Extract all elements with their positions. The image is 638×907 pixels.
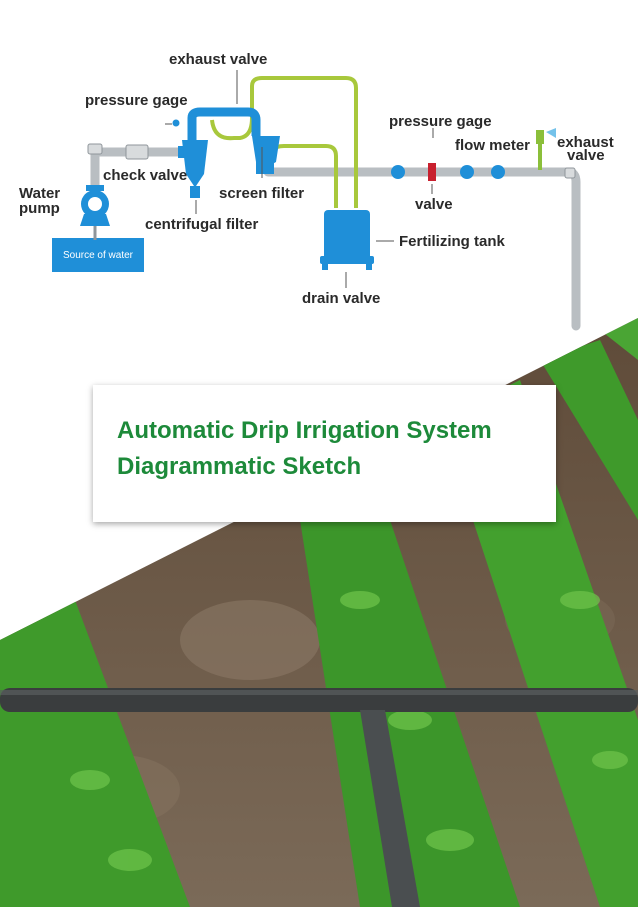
label-check-valve: check valve (103, 167, 187, 184)
water-source (52, 238, 144, 272)
title-line-1: Automatic Drip Irrigation System (117, 417, 492, 444)
label-pressure-gage-left: pressure gage (85, 92, 188, 109)
label-centrifugal-filter: centrifugal filter (145, 216, 259, 233)
drip-pipe (0, 688, 638, 907)
label-flow-meter: flow meter (455, 137, 530, 154)
title-card: Automatic Drip Irrigation System Diagram… (93, 385, 556, 522)
label-water-pump-line1: Water (19, 185, 60, 202)
screen-filter (252, 136, 280, 170)
pressure-gage-right-dial (391, 165, 405, 179)
label-screen-filter: screen filter (219, 185, 304, 202)
flow-meter-dial (491, 165, 505, 179)
blue-equipment (52, 107, 505, 272)
label-exhaust-valve-right-line1: exhaust (557, 134, 614, 151)
label-exhaust-valve-top: exhaust valve (169, 51, 267, 68)
irrigation-diagram: exhaust valve pressure gage check valve … (19, 51, 614, 331)
label-valve: valve (415, 196, 453, 213)
title-line-2: Diagrammatic Sketch (117, 453, 362, 480)
check-valve-body (125, 144, 149, 160)
label-pressure-gage-right: pressure gage (389, 113, 492, 130)
centrifugal-filter (182, 140, 208, 186)
label-source-of-water: Source of water (63, 250, 134, 261)
label-water-pump-line2: pump (19, 200, 60, 217)
fertilizing-tank (324, 210, 370, 260)
diagram-labels: exhaust valve pressure gage check valve … (19, 51, 614, 307)
label-drain-valve: drain valve (302, 290, 380, 307)
label-fertilizing-tank: Fertilizing tank (399, 233, 506, 250)
label-exhaust-valve-right-line2: valve (567, 147, 605, 164)
valve-body (428, 163, 436, 181)
